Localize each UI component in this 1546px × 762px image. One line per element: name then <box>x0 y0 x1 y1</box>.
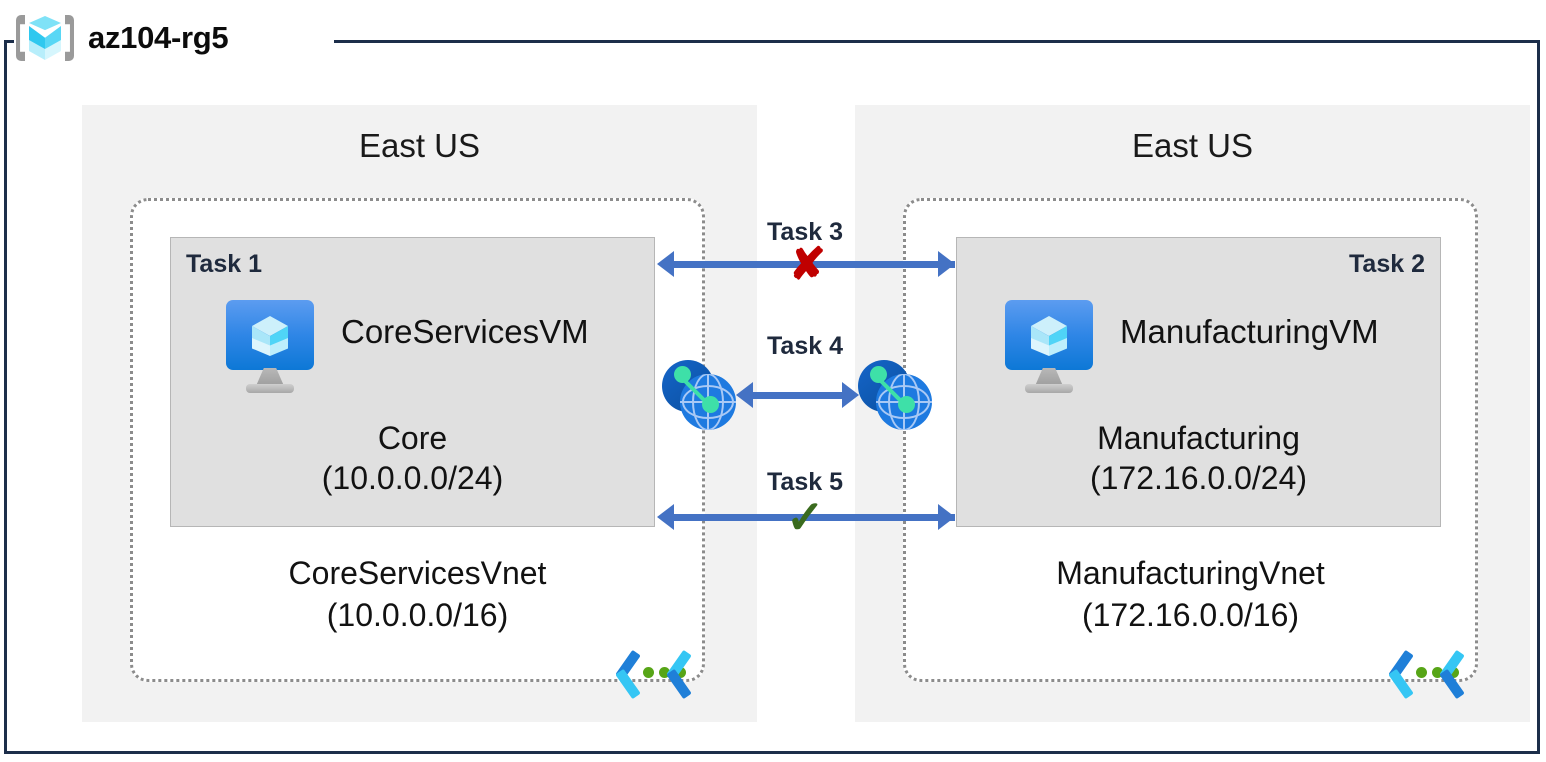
resource-group-header: az104-rg5 <box>14 8 229 68</box>
vnet-icon-manufacturing <box>1388 648 1465 700</box>
resource-group-frame <box>4 40 1540 754</box>
vm-name-manufacturing: ManufacturingVM <box>1120 313 1379 350</box>
subnet-core[interactable]: Task 1 CoreServicesVM Core (10.0.0.0/24) <box>170 237 655 527</box>
connection-label-task4: Task 4 <box>767 332 843 360</box>
connection-line-task4 <box>752 392 842 399</box>
title-notch <box>14 26 334 56</box>
blocked-status-icon: ✘ <box>789 240 826 289</box>
region-label-right: East US <box>1131 127 1254 164</box>
subnet-name-manufacturing: Manufacturing <box>1097 420 1300 456</box>
region-label-left: East US <box>358 127 481 164</box>
arrowhead-right-task3 <box>938 251 955 277</box>
azure-resource-group-icon <box>14 8 76 68</box>
task-tag-1: Task 1 <box>186 250 262 278</box>
subnet-manufacturing[interactable]: Task 2 ManufacturingVM Manufacturing (17… <box>956 237 1441 527</box>
vnet-peering-icon-right <box>858 358 936 432</box>
vnet-cidr-manufacturing: (172.16.0.0/16) <box>1081 597 1300 633</box>
subnet-cidr-core: (10.0.0.0/24) <box>321 460 504 496</box>
connection-label-task3: Task 3 <box>767 218 843 246</box>
vnet-cidr-core: (10.0.0.0/16) <box>326 597 509 633</box>
vnet-manufacturing[interactable]: Task 2 ManufacturingVM Manufacturing (17… <box>903 198 1478 682</box>
vnet-core[interactable]: Task 1 CoreServicesVM Core (10.0.0.0/24)… <box>130 198 705 682</box>
subnet-cidr-manufacturing: (172.16.0.0/24) <box>1089 460 1308 496</box>
resource-group-name: az104-rg5 <box>88 20 229 55</box>
virtual-machine-icon-core <box>226 300 314 396</box>
connection-line-task5 <box>673 514 955 521</box>
connection-label-task5: Task 5 <box>767 468 843 496</box>
arrowhead-right-task4 <box>842 382 859 408</box>
allowed-status-icon: ✓ <box>786 491 825 543</box>
vnet-peering-icon-left <box>662 358 740 432</box>
virtual-machine-icon-manufacturing <box>1005 300 1093 396</box>
connection-line-task3 <box>673 261 955 268</box>
task-tag-2: Task 2 <box>1349 250 1425 278</box>
arrowhead-left-task4 <box>736 382 753 408</box>
vnet-icon-core <box>615 648 692 700</box>
subnet-name-core: Core <box>377 420 448 456</box>
vnet-name-manufacturing: ManufacturingVnet <box>1056 555 1325 591</box>
vm-name-core: CoreServicesVM <box>341 313 589 350</box>
arrowhead-right-task5 <box>938 504 955 530</box>
arrowhead-left-task5 <box>657 504 674 530</box>
vnet-name-core: CoreServicesVnet <box>288 555 547 591</box>
arrowhead-left-task3 <box>657 251 674 277</box>
